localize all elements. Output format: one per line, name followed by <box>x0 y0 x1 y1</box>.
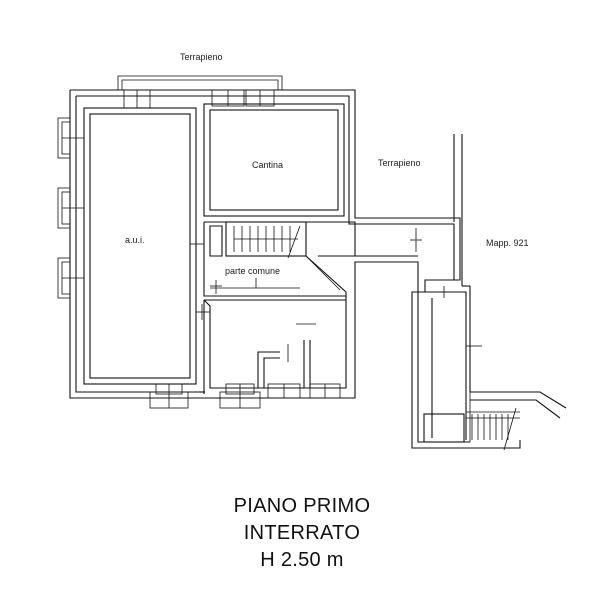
label-terrapieno-top: Terrapieno <box>180 52 223 62</box>
windows-top <box>123 89 275 109</box>
label-mappale: Mapp. 921 <box>486 238 529 248</box>
door-marks <box>190 236 482 362</box>
exterior-stair <box>423 391 567 451</box>
plan-title-line2: INTERRATO <box>243 522 361 544</box>
label-terrapieno-right: Terrapieno <box>378 158 421 168</box>
stair-area <box>225 221 356 300</box>
room-parte-comune <box>203 221 346 297</box>
plan-title-line3: H 2.50 m <box>260 549 344 571</box>
lower-rooms <box>203 299 347 394</box>
outer-walls <box>69 89 521 449</box>
windows-bottom <box>149 383 341 409</box>
plan-title-line1: PIANO PRIMO <box>233 495 371 517</box>
terrapieno-band <box>117 75 283 90</box>
boundary-lines <box>453 134 471 392</box>
room-aui <box>83 107 197 385</box>
corridor <box>355 223 467 440</box>
label-aui: a.u.i. <box>125 235 145 245</box>
label-parte-comune: parte comune <box>225 266 280 276</box>
windows-left <box>57 117 84 299</box>
label-cantina: Cantina <box>252 160 283 170</box>
